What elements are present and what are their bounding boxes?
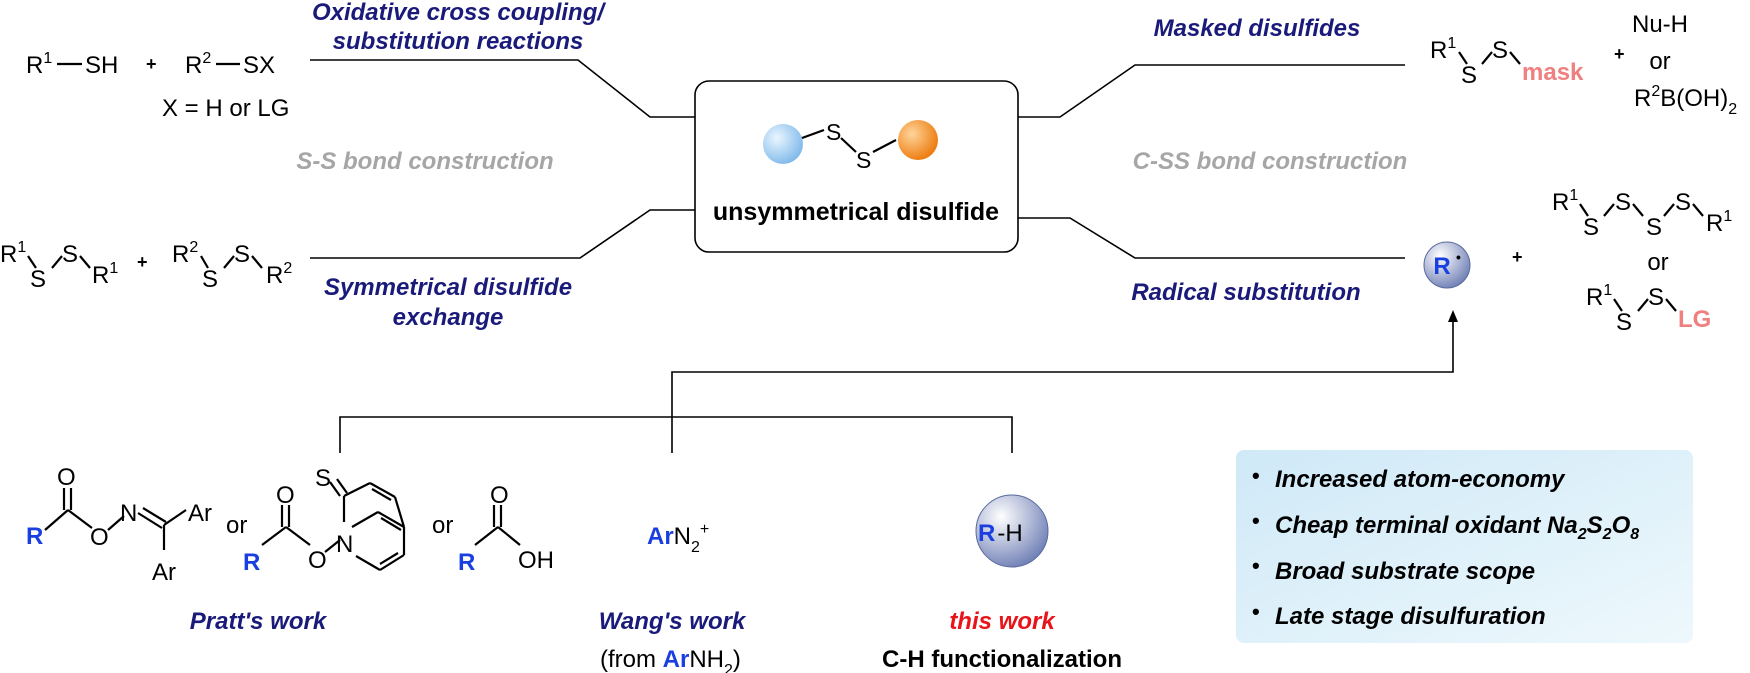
trisulfide-r-left: R1 — [1552, 187, 1578, 216]
left-top-heading-line1: Oxidative cross coupling/ — [312, 0, 606, 26]
disulfide2-r-left: R2 — [172, 239, 198, 268]
reagent-r2: R2 — [185, 50, 211, 79]
trisulfide-s1: S — [1583, 214, 1599, 241]
plus-sign: + — [137, 252, 148, 272]
orange-ball-icon — [898, 120, 938, 160]
mask-label: mask — [1522, 59, 1584, 86]
bullet: • — [1252, 463, 1260, 488]
plus-sign: + — [146, 54, 157, 74]
trisulfide-s2: S — [1615, 189, 1631, 216]
left-bottom-heading-line2: exchange — [393, 304, 504, 331]
or-text: or — [432, 512, 453, 539]
thiol-r: R1 — [26, 50, 52, 79]
bullet: • — [1252, 508, 1260, 533]
plus-sign: + — [1512, 247, 1523, 267]
x-note: X = H or LG — [162, 95, 289, 122]
left-bottom-heading-line1: Symmetrical disulfide — [324, 274, 572, 301]
radical-dot: • — [1456, 249, 1461, 265]
wang-reagent: ArN2+ — [647, 521, 709, 556]
right-top-heading: Masked disulfides — [1154, 15, 1361, 42]
feature-item-2: Cheap terminal oxidant Na2S2O8 — [1275, 512, 1639, 543]
barton-r: R — [243, 549, 260, 576]
center-box: S S unsymmetrical disulfide — [694, 80, 1019, 253]
lg-reagent-s1: S — [1616, 309, 1632, 336]
this-work-sub: C-H functionalization — [882, 646, 1122, 673]
nu-h: Nu-H — [1632, 11, 1688, 38]
oxime-carbonyl-o: O — [57, 464, 76, 491]
center-s-top: S — [826, 119, 841, 145]
acid-oh: OH — [518, 547, 554, 574]
left-top-heading-line2: substitution reactions — [333, 28, 584, 55]
barton-thione-s: S — [315, 465, 331, 492]
disulfide2-r-right: R2 — [266, 260, 292, 289]
radical-r: R — [1433, 253, 1450, 280]
thiol-sh: SH — [85, 52, 118, 79]
feature-panel-bg — [1236, 450, 1693, 643]
right-bottom-group: Radical substitution R • + R1 S S S S R1… — [1131, 187, 1732, 336]
this-work-label: this work — [949, 608, 1056, 635]
pratt-reagents: O R O N Ar Ar or O R O N S — [26, 464, 554, 635]
lg-reagent-r: R1 — [1586, 282, 1612, 311]
pratt-label: Pratt's work — [190, 608, 328, 635]
plus-sign: + — [1614, 44, 1625, 64]
center-box-frame — [694, 80, 1019, 253]
lg-label: LG — [1678, 306, 1711, 333]
bullet: • — [1252, 553, 1260, 578]
oxime-ar2: Ar — [152, 559, 176, 586]
left-category: S-S bond construction — [296, 148, 553, 175]
right-bottom-heading: Radical substitution — [1131, 279, 1360, 306]
oxime-ar1: Ar — [188, 500, 212, 527]
rh-label: R-H — [978, 520, 1023, 547]
acid-r: R — [458, 549, 475, 576]
disulfide1-s2: S — [62, 241, 78, 268]
disulfide2-s1: S — [202, 266, 218, 293]
center-s-bottom: S — [856, 147, 871, 173]
trisulfide-s3: S — [1646, 214, 1662, 241]
rh-ball-icon — [975, 494, 1049, 568]
oxime-n: N — [120, 500, 137, 527]
disulfide1-s1: S — [30, 266, 46, 293]
barton-n: N — [336, 531, 353, 558]
wang-group: ArN2+ Wang's work (from ArNH2) — [599, 521, 747, 673]
masked-r1: R1 — [1430, 35, 1456, 64]
acid-carbonyl-o: O — [490, 482, 509, 509]
wang-note: (from ArNH2) — [600, 646, 741, 673]
or-text: or — [1649, 48, 1670, 75]
disulfide1-r-right: R1 — [92, 260, 118, 289]
left-bottom-group: R1 S S R1 + R2 S S R2 Symmetrical disulf… — [0, 239, 572, 331]
barton-ester-o: O — [308, 547, 327, 574]
feature-item-4: Late stage disulfuration — [1275, 603, 1546, 630]
right-category: C-SS bond construction — [1133, 148, 1408, 175]
lg-reagent-s2: S — [1648, 284, 1664, 311]
trisulfide-s4: S — [1675, 189, 1691, 216]
oxime-ester-o: O — [90, 524, 109, 551]
disulfide2-s2: S — [234, 241, 250, 268]
oxime-r: R — [26, 523, 43, 550]
blue-ball-icon — [763, 124, 803, 164]
connector-lines — [310, 59, 1458, 453]
right-top-group: Masked disulfides R1 S S mask + Nu-H or … — [1154, 11, 1738, 118]
feature-item-1: Increased atom-economy — [1275, 466, 1566, 493]
boronic-acid: R2B(OH)2 — [1634, 83, 1737, 118]
masked-s1: S — [1461, 62, 1477, 89]
masked-s2: S — [1492, 37, 1508, 64]
wang-label: Wang's work — [599, 608, 747, 635]
left-top-group: Oxidative cross coupling/ substitution r… — [26, 0, 606, 122]
feature-item-3: Broad substrate scope — [1275, 558, 1535, 585]
bullet: • — [1252, 599, 1260, 624]
or-text: or — [226, 512, 247, 539]
barton-carbonyl-o: O — [276, 482, 295, 509]
feature-panel: • Increased atom-economy • Cheap termina… — [1236, 450, 1693, 643]
radical-ball-icon — [1423, 241, 1471, 289]
or-text: or — [1647, 249, 1668, 276]
disulfide1-r-left: R1 — [0, 239, 26, 268]
this-work-group: R-H this work C-H functionalization — [882, 494, 1122, 673]
reagent-sx: SX — [243, 52, 275, 79]
center-box-label: unsymmetrical disulfide — [713, 198, 999, 226]
trisulfide-r-right: R1 — [1706, 208, 1732, 237]
